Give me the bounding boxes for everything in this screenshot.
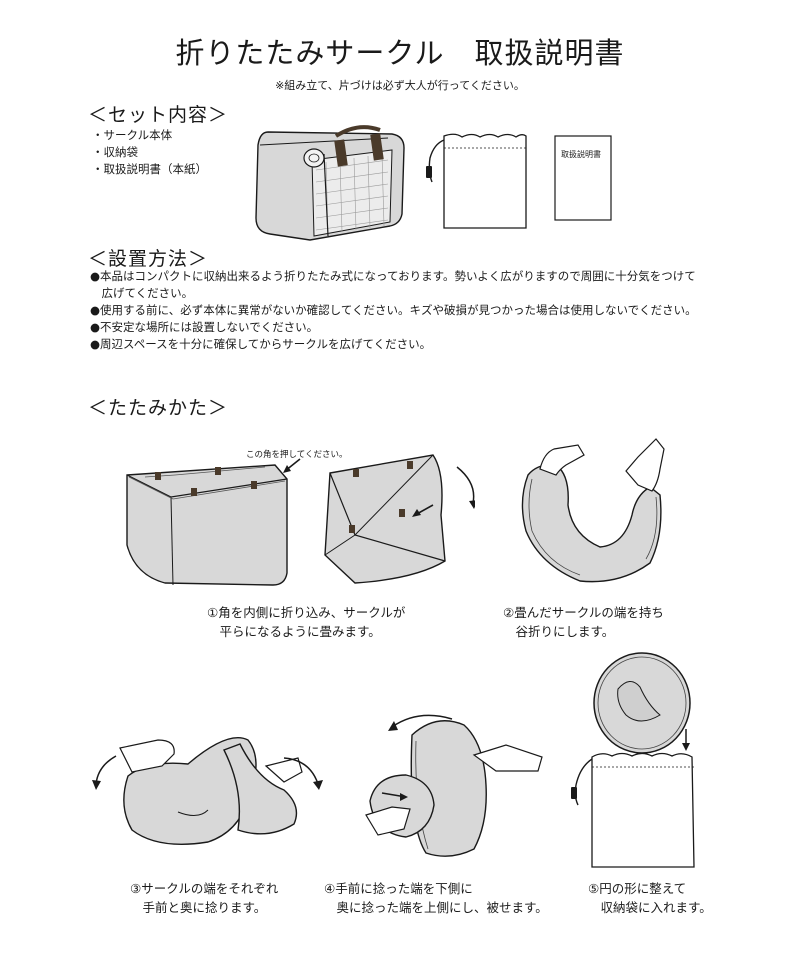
step-3-line-1: ③サークルの端をそれぞれ (130, 881, 279, 896)
hand-icon (625, 438, 665, 492)
manual-illustration (554, 135, 612, 221)
step-4-caption: ④手前に捻った端を下側に 奥に捻った端を上側にし、被せます。 (324, 879, 548, 917)
installation-item: 広げてください。 (90, 286, 194, 300)
step-1-illustration (126, 454, 475, 586)
arrow-icon (381, 792, 408, 801)
storage-bag-illustration (426, 133, 527, 229)
arrow-icon (412, 504, 434, 517)
installation-item: ●周辺スペースを十分に確保してからサークルを広げてください。 (90, 337, 432, 351)
hand-icon (539, 444, 585, 476)
step-1-line-2: 平らになるように畳みます。 (207, 624, 381, 639)
set-contents-illustrations (255, 125, 612, 241)
manual-label: 取扱説明書 (561, 150, 601, 159)
step-1-line-1: ①角を内側に折り込み、サークルが (207, 605, 406, 620)
curved-arrow-icon (92, 755, 117, 790)
folded-circle-illustration (593, 652, 691, 754)
set-contents-list: ・サークル本体 ・収納袋 ・取扱説明書（本紙） (92, 127, 207, 178)
set-item-bag: ・収納袋 (92, 145, 138, 159)
curved-arrow-icon (388, 714, 453, 731)
step-4-illustration (365, 714, 543, 857)
folding-heading: ＜たたみかた＞ (88, 397, 229, 419)
installation-item: ●不安定な場所には設置しないでください。 (90, 320, 319, 334)
circle-body-illustration (255, 125, 405, 241)
step-5-line-2: 収納袋に入れます。 (588, 900, 712, 915)
curved-arrow-icon (283, 757, 323, 790)
storage-bag-illustration (571, 752, 695, 868)
arrow-icon (682, 729, 690, 751)
set-item-manual: ・取扱説明書（本紙） (92, 162, 207, 176)
installation-heading: ＜設置方法＞ (88, 248, 209, 270)
step-2-illustration (521, 438, 665, 583)
open-circle-illustration (126, 464, 288, 586)
hand-icon (264, 757, 303, 783)
step-2-line-1: ②畳んだサークルの端を持ち (503, 605, 664, 620)
step-3-caption: ③サークルの端をそれぞれ 手前と奥に捻ります。 (130, 879, 278, 917)
hand-icon (119, 739, 175, 773)
installation-item: ●本品はコンパクトに収納出来るよう折りたたみ式になっております。勢いよく広がりま… (90, 269, 696, 283)
installation-item: ●使用する前に、必ず本体に異常がないか確認してください。キズや破損が見つかった場… (90, 303, 697, 317)
curved-arrow-icon (456, 466, 475, 509)
installation-list: ●本品はコンパクトに収納出来るよう折りたたみ式になっております。勢いよく広がりま… (90, 268, 697, 353)
hand-icon (472, 744, 543, 772)
page-subtitle: ※組み立て、片づけは必ず大人が行ってください。 (275, 79, 525, 92)
hand-icon (365, 806, 411, 836)
step-5-line-1: ⑤円の形に整えて (588, 881, 687, 896)
step-3-line-2: 手前と奥に捻ります。 (130, 900, 267, 915)
step-4-line-1: ④手前に捻った端を下側に (324, 881, 473, 896)
set-item-circle: ・サークル本体 (92, 128, 173, 142)
step-3-illustration (92, 737, 323, 845)
press-corner-note: この角を押してください。 (246, 450, 348, 460)
step-2-caption: ②畳んだサークルの端を持ち 谷折りにします。 (503, 603, 664, 641)
step-2-line-2: 谷折りにします。 (503, 624, 615, 639)
set-contents-heading: ＜セット内容＞ (88, 104, 229, 126)
folding-circle-illustration (324, 454, 446, 584)
step-1-caption: ①角を内側に折り込み、サークルが 平らになるように畳みます。 (207, 603, 405, 641)
page-title: 折りたたみサークル 取扱説明書 (175, 36, 625, 70)
step-5-caption: ⑤円の形に整えて 収納袋に入れます。 (588, 879, 712, 917)
arrow-icon (283, 458, 301, 473)
step-5-illustration (571, 652, 695, 868)
step-4-line-2: 奥に捻った端を上側にし、被せます。 (324, 900, 548, 915)
